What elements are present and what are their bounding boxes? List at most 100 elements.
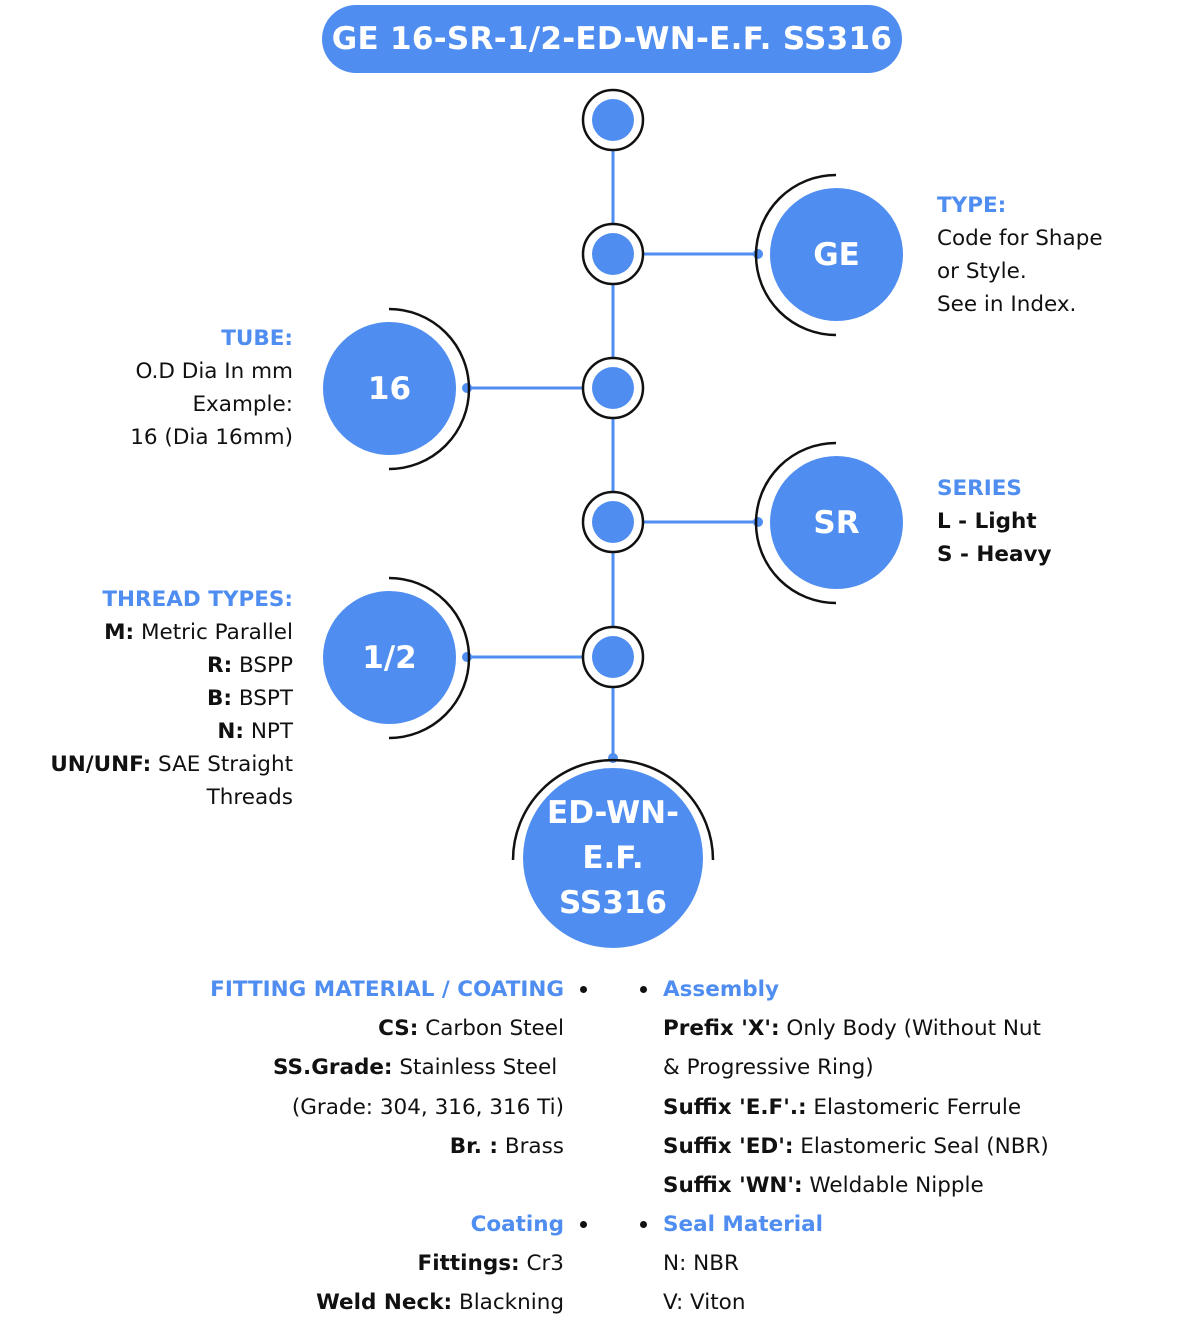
coating-item: Fittings: Cr3	[316, 1244, 564, 1283]
thread-value: BSPT	[232, 686, 293, 711]
thread-key: UN/UNF:	[50, 752, 152, 777]
thread-code: 1/2	[362, 639, 417, 676]
assembly-prefix-cont: & Progressive Ring)	[663, 1055, 874, 1081]
tube-line: 16 (Dia 16mm)	[130, 425, 293, 450]
tube-line: Example:	[192, 392, 293, 417]
assembly-item: Suffix 'ED': Elastomeric Seal (NBR)	[663, 1127, 1049, 1166]
material-value: Brass	[497, 1133, 564, 1159]
series-line: L - Light	[937, 509, 1037, 534]
thread-node: 1/2	[323, 591, 456, 724]
type-line: or Style.	[937, 259, 1027, 284]
thread-key: M:	[104, 620, 135, 645]
spine-node-2	[581, 222, 645, 286]
assembly-key: Suffix 'ED':	[663, 1133, 794, 1159]
suffix-line-1: ED-WN-	[547, 794, 679, 831]
thread-item: M: Metric Parallel	[50, 616, 293, 649]
tube-label: TUBE: O.D Dia In mm Example: 16 (Dia 16m…	[130, 322, 293, 454]
tube-node: 16	[323, 322, 456, 455]
type-heading: TYPE:	[937, 193, 1007, 218]
coating-key: Weld Neck:	[316, 1290, 453, 1316]
assembly-item: Suffix 'WN': Weldable Nipple	[663, 1166, 1049, 1205]
coating-heading: Coating	[470, 1212, 564, 1237]
connector-type-dot	[753, 249, 763, 259]
material-heading: FITTING MATERIAL / COATING	[210, 977, 564, 1002]
thread-item: R: BSPP	[50, 649, 293, 682]
thread-continuation: Threads	[206, 785, 293, 810]
arc-suffix	[511, 758, 715, 861]
suffix-line-2: E.F. SS316	[559, 839, 667, 921]
thread-label: THREAD TYPES: M: Metric Parallel R: BSPP…	[50, 583, 293, 814]
assembly-value: Only Body (Without Nut	[779, 1016, 1041, 1042]
material-value: Carbon Steel	[418, 1016, 564, 1042]
coating-item: Weld Neck: Blackning	[316, 1283, 564, 1322]
assembly-item: Suffix 'E.F'.: Elastomeric Ferrule	[663, 1088, 1049, 1127]
arc-series	[754, 441, 837, 605]
bullet-material	[580, 986, 587, 993]
series-label: SERIES L - Light S - Heavy	[937, 472, 1052, 571]
thread-heading: THREAD TYPES:	[102, 587, 293, 612]
spine-node-5	[581, 625, 645, 689]
type-label: TYPE: Code for Shape or Style. See in In…	[937, 189, 1103, 321]
material-key: Br. :	[449, 1133, 498, 1159]
tube-heading: TUBE:	[221, 326, 293, 351]
material-key: CS:	[378, 1016, 419, 1042]
type-node: GE	[770, 188, 903, 321]
connector-suffix-dot	[608, 753, 618, 763]
arc-type	[754, 173, 837, 337]
seal-item: N: NBR	[663, 1251, 739, 1277]
bullet-assembly	[640, 986, 647, 993]
assembly-item: Prefix 'X': Only Body (Without Nut	[663, 1009, 1049, 1048]
arc-tube	[388, 307, 471, 471]
thread-value: Metric Parallel	[134, 620, 293, 645]
thread-item: N: NPT	[50, 715, 293, 748]
seal-item: V: Viton	[663, 1290, 746, 1316]
assembly-block: Assembly Prefix 'X': Only Body (Without …	[663, 970, 1049, 1205]
coating-value: Cr3	[519, 1251, 564, 1277]
thread-key: B:	[207, 686, 233, 711]
thread-item: UN/UNF: SAE Straight	[50, 748, 293, 781]
thread-value: SAE Straight	[151, 752, 293, 777]
spine-node-4	[581, 490, 645, 554]
bullet-coating	[580, 1221, 587, 1228]
seal-block: Seal Material N: NBR V: Viton	[663, 1205, 823, 1323]
material-item: SS.Grade: Stainless Steel	[210, 1048, 564, 1087]
connector-thread-dot	[462, 652, 472, 662]
series-line: S - Heavy	[937, 542, 1052, 567]
tube-code: 16	[367, 370, 412, 407]
thread-key: R:	[207, 653, 233, 678]
coating-value: Blackning	[452, 1290, 564, 1316]
assembly-heading: Assembly	[663, 977, 779, 1002]
connector-tube-dot	[462, 383, 472, 393]
assembly-key: Suffix 'E.F'.:	[663, 1094, 807, 1120]
seal-heading: Seal Material	[663, 1212, 824, 1237]
thread-value: NPT	[243, 719, 293, 744]
series-code: SR	[813, 504, 860, 541]
material-block: FITTING MATERIAL / COATING CS: Carbon St…	[210, 970, 564, 1166]
series-heading: SERIES	[937, 476, 1022, 501]
type-line: Code for Shape	[937, 226, 1103, 251]
coating-key: Fittings:	[417, 1251, 520, 1277]
coating-block: Coating Fittings: Cr3 Weld Neck: Blackni…	[316, 1205, 564, 1323]
thread-item: B: BSPT	[50, 682, 293, 715]
spine-node-1	[581, 88, 645, 152]
connector-series-dot	[753, 517, 763, 527]
thread-value: BSPP	[232, 653, 293, 678]
material-item: CS: Carbon Steel	[210, 1009, 564, 1048]
material-key: SS.Grade:	[273, 1055, 393, 1081]
arc-thread	[388, 576, 471, 740]
tube-line: O.D Dia In mm	[135, 359, 293, 384]
material-value: Stainless Steel	[392, 1055, 564, 1081]
assembly-value: Elastomeric Ferrule	[806, 1094, 1022, 1120]
suffix-node: ED-WN- E.F. SS316	[523, 768, 703, 948]
assembly-key: Suffix 'WN':	[663, 1173, 803, 1199]
type-line: See in Index.	[937, 292, 1077, 317]
thread-key: N:	[217, 719, 244, 744]
material-item: Br. : Brass	[210, 1127, 564, 1166]
material-grade-note: (Grade: 304, 316, 316 Ti)	[291, 1094, 564, 1120]
bullet-seal	[640, 1221, 647, 1228]
assembly-value: Weldable Nipple	[802, 1173, 984, 1199]
assembly-key: Prefix 'X':	[663, 1016, 780, 1042]
spine-node-3	[581, 356, 645, 420]
page-title: GE 16-SR-1/2-ED-WN-E.F. SS316	[322, 5, 902, 73]
